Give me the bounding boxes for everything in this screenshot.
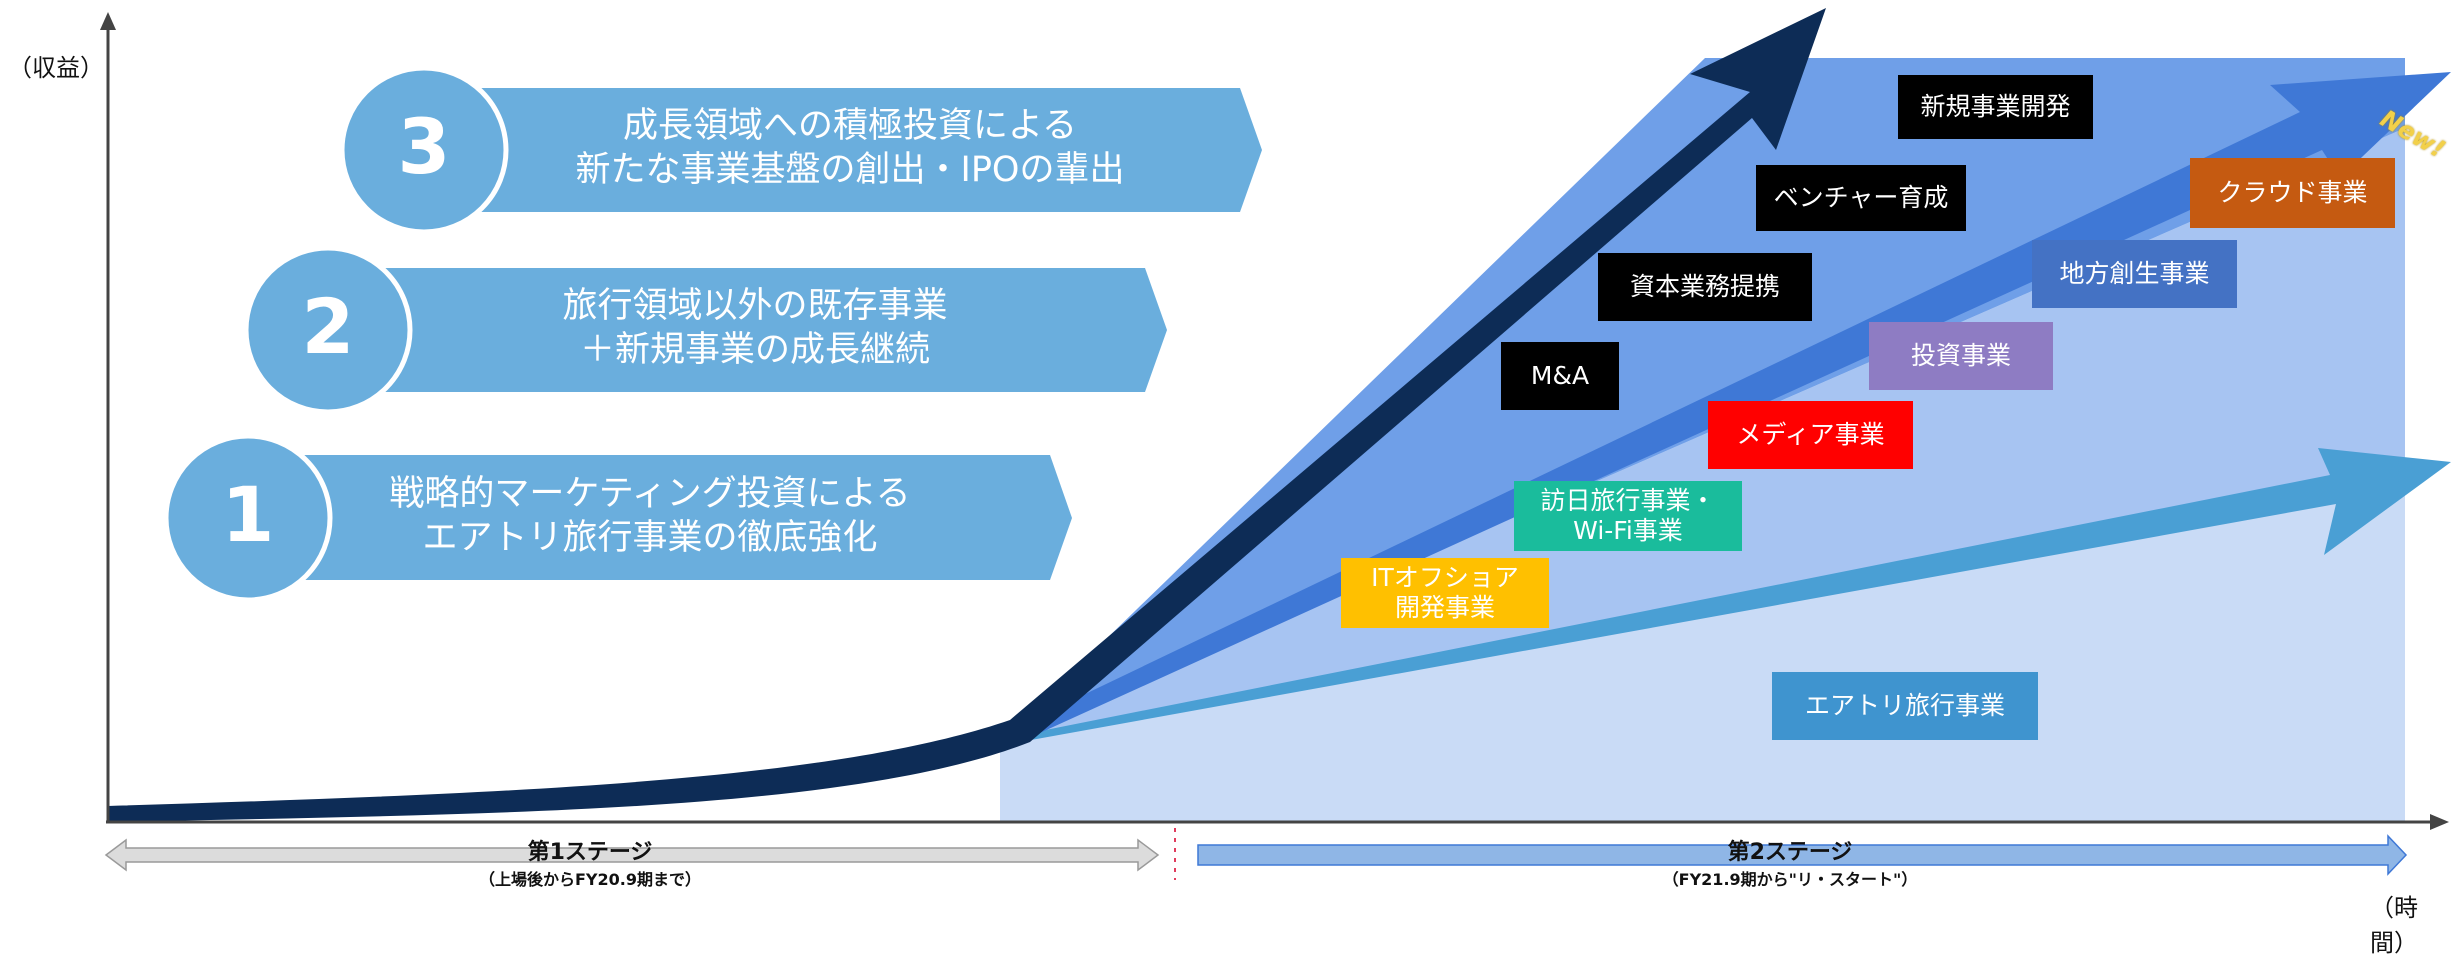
label-it-offshore-development: ITオフショア 開発事業 bbox=[1341, 558, 1549, 628]
banner-1-text: 戦略的マーケティング投資による エアトリ旅行事業の徹底強化 bbox=[389, 474, 911, 558]
y-axis-arrowhead bbox=[100, 12, 116, 30]
banner-2-shape bbox=[345, 268, 1167, 392]
strategy-banners bbox=[163, 65, 1262, 603]
label-inbound-travel-wifi: 訪日旅行事業・ Wi-Fi事業 bbox=[1514, 481, 1742, 551]
stage1-arrow bbox=[104, 838, 1160, 872]
banner-2-number: 2 bbox=[301, 282, 355, 371]
banner-3-number: 3 bbox=[397, 102, 451, 191]
banner-3-circle bbox=[339, 65, 509, 235]
banner-1-number: 1 bbox=[221, 470, 275, 559]
stage1-title: 第1ステージ bbox=[527, 840, 653, 865]
area-layer-light bbox=[1000, 470, 2405, 822]
label-venture-incubation: ベンチャー育成 bbox=[1756, 165, 1966, 231]
stage2-title: 第2ステージ bbox=[1727, 840, 1853, 865]
banner-1-shape bbox=[265, 455, 1072, 580]
stage1-subtitle: （上場後からFY20.9期まで） bbox=[479, 870, 701, 889]
x-axis-label: （時間） bbox=[2370, 894, 2418, 957]
label-media-business: メディア事業 bbox=[1708, 401, 1913, 469]
banner-3-text: 成長領域への積極投資による 新たな事業基盤の創出・IPOの輩出 bbox=[575, 106, 1125, 190]
label-investment-business: 投資事業 bbox=[1869, 322, 2053, 390]
banner-3-shape bbox=[440, 88, 1262, 212]
label-airtrip-travel: エアトリ旅行事業 bbox=[1772, 672, 2038, 740]
label-m-and-a: M&A bbox=[1501, 342, 1619, 410]
label-capital-business-alliance: 資本業務提携 bbox=[1598, 253, 1812, 321]
banner-2-text: 旅行領域以外の既存事業 ＋新規事業の成長継続 bbox=[562, 286, 948, 370]
label-regional-revitalization: 地方創生事業 bbox=[2032, 240, 2237, 308]
y-axis-label: （収益） bbox=[8, 54, 104, 82]
stage2-subtitle: （FY21.9期から"リ・スタート"） bbox=[1662, 870, 1918, 889]
stage2-arrow bbox=[1197, 834, 2408, 876]
label-cloud-business: クラウド事業 bbox=[2190, 158, 2395, 228]
label-new-business-development: 新規事業開発 bbox=[1898, 75, 2093, 139]
x-axis-arrowhead bbox=[2430, 814, 2449, 830]
banner-1-circle bbox=[163, 433, 333, 603]
banner-2-circle bbox=[243, 245, 413, 415]
